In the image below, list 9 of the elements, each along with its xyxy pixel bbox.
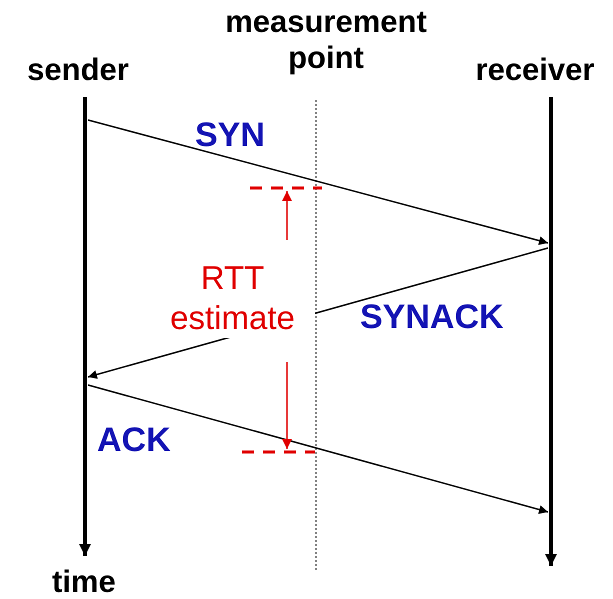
message-label: SYN	[195, 116, 265, 154]
message-label: ACK	[97, 421, 171, 459]
message-label: SYNACK	[360, 298, 504, 336]
lifeline-heading: sender	[26, 52, 130, 88]
axis-label: time	[52, 564, 116, 599]
lifeline-heading: measurement point	[224, 4, 428, 76]
message-arrow	[88, 384, 548, 514]
message-arrow	[88, 119, 548, 246]
lifeline-heading: receiver	[474, 52, 596, 88]
